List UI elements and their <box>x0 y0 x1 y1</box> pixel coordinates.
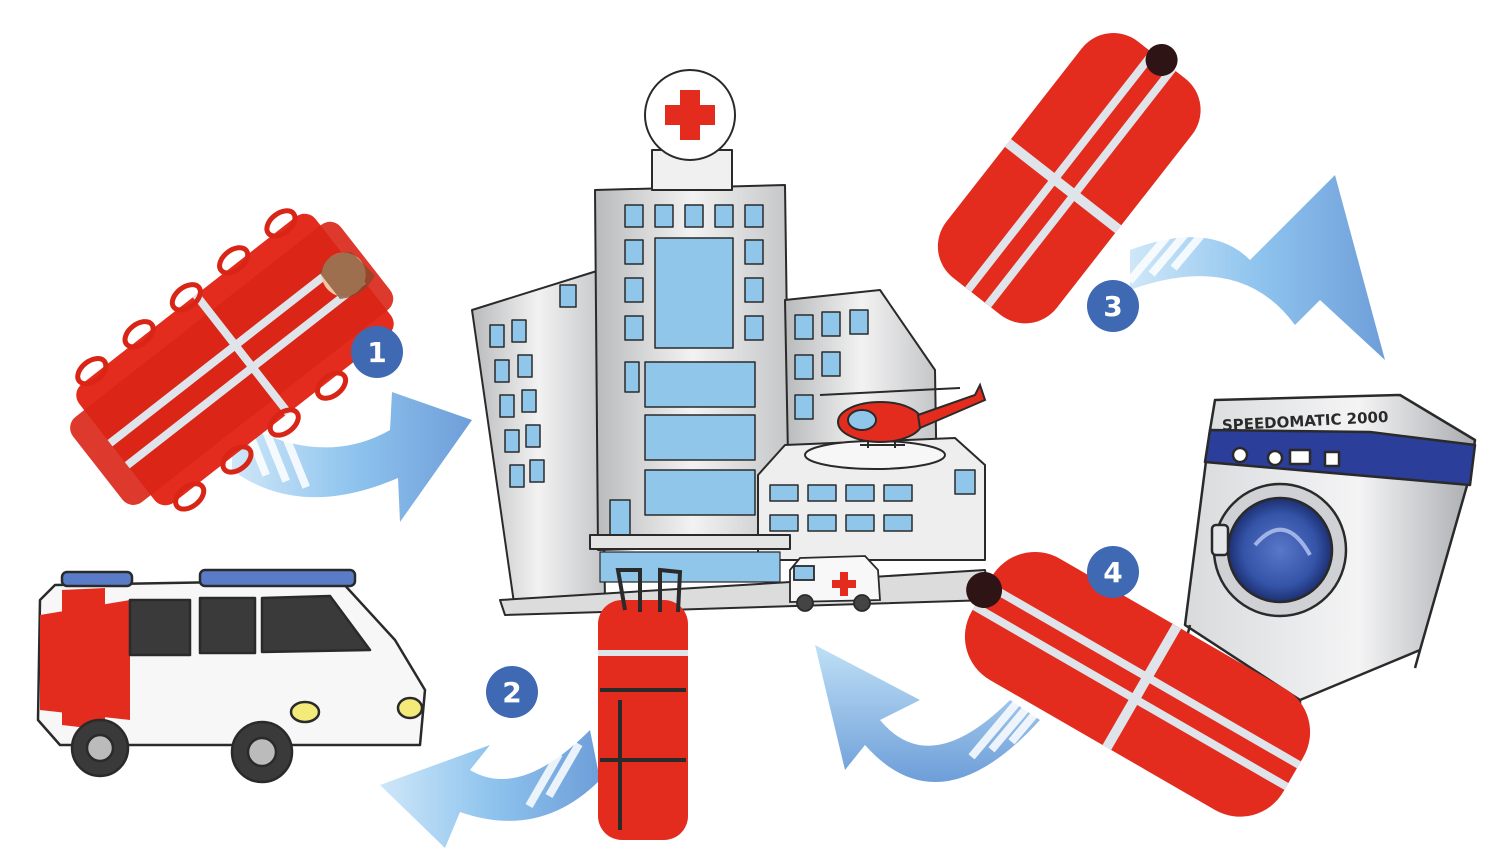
curved-arrow-icon <box>380 730 600 848</box>
hospital-building-icon <box>472 70 990 615</box>
step-badge: 4 <box>1087 546 1139 598</box>
step-number: 4 <box>1103 556 1122 589</box>
rescue-bag-flat-icon <box>922 4 1227 339</box>
step-badge: 2 <box>486 666 538 718</box>
step-badge: 1 <box>351 326 403 378</box>
step-number: 3 <box>1103 290 1122 323</box>
step-number: 1 <box>367 336 386 369</box>
step-badge: 3 <box>1087 280 1139 332</box>
rolled-bag-icon <box>598 570 688 840</box>
ambulance-icon <box>38 570 425 782</box>
curved-arrow-icon <box>1127 175 1385 360</box>
step-number: 2 <box>502 676 521 709</box>
